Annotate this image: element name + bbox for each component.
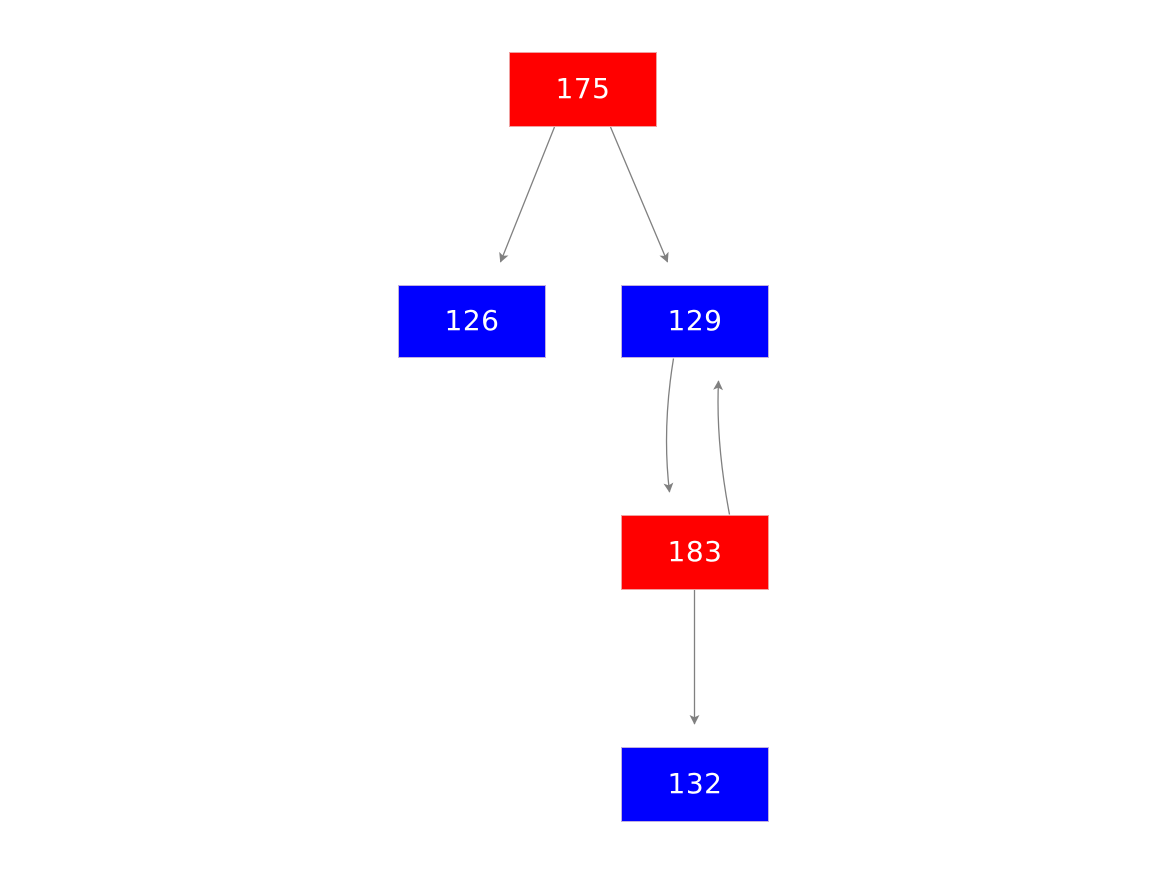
graph-node-129[interactable]: 129 bbox=[621, 285, 769, 358]
node-label: 175 bbox=[555, 71, 611, 105]
graph-node-132[interactable]: 132 bbox=[621, 747, 769, 822]
graph-node-183[interactable]: 183 bbox=[621, 515, 769, 590]
edge-175-to-126 bbox=[499, 126, 556, 263]
node-label: 126 bbox=[444, 303, 500, 337]
graph-node-126[interactable]: 126 bbox=[398, 285, 546, 358]
node-label: 129 bbox=[667, 303, 723, 337]
edge-175-to-129 bbox=[609, 126, 669, 263]
node-label: 183 bbox=[667, 534, 723, 568]
node-label: 132 bbox=[667, 766, 723, 800]
graph-node-175[interactable]: 175 bbox=[509, 52, 657, 127]
edge-183-to-129 bbox=[713, 380, 731, 515]
edge-129-to-183 bbox=[663, 358, 675, 493]
